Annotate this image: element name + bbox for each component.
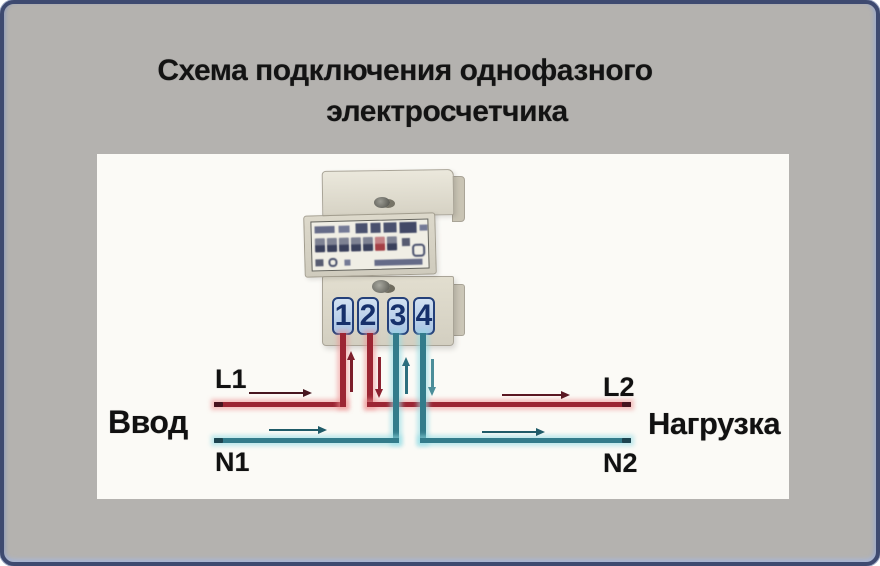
- page-title-line-2: электросчетчика: [326, 95, 568, 128]
- display-markings: [311, 219, 428, 270]
- terminal-2: 2: [357, 297, 379, 335]
- wire-phase-output: [367, 402, 631, 407]
- terminal-1: 1: [332, 297, 354, 335]
- label-load: Нагрузка: [648, 406, 781, 441]
- label-phase-out: L2: [603, 372, 635, 402]
- wire-neutral-input: [214, 438, 399, 443]
- flow-arrow-down-terminal4-icon: [428, 359, 435, 396]
- flow-arrow-up-terminal3-icon: [402, 357, 409, 394]
- wire-neutral-output: [420, 438, 631, 443]
- label-phase-in: L1: [215, 364, 247, 394]
- terminal-3: 3: [387, 297, 409, 335]
- electric-meter: 1 2 3 4: [302, 164, 472, 349]
- meter-faceplate: [303, 212, 437, 278]
- flow-arrow-phase-out-icon: [502, 391, 570, 399]
- label-neutral-in: N1: [215, 447, 250, 477]
- wire-phase-input: [214, 402, 346, 407]
- wire-end-cap: [622, 402, 631, 407]
- meter-din-clip: [454, 284, 465, 336]
- screw-icon: [372, 280, 390, 293]
- wire-end-cap: [214, 438, 223, 443]
- seal-mark-icon: [411, 243, 426, 257]
- wire-end-cap: [214, 402, 223, 407]
- label-input: Ввод: [108, 404, 188, 440]
- flow-arrow-up-terminal1-icon: [347, 351, 354, 392]
- page-title-line-1: Схема подключения однофазного: [157, 54, 653, 87]
- wire-neutral-drop-terminal4: [420, 333, 426, 443]
- wire-phase-riser-terminal1: [340, 333, 346, 407]
- screw-icon: [374, 197, 390, 208]
- flow-arrow-down-terminal2-icon: [375, 357, 382, 398]
- label-neutral-out: N2: [603, 448, 638, 478]
- flow-arrow-phase-in-icon: [249, 389, 312, 397]
- wire-neutral-riser-terminal3: [393, 333, 399, 443]
- terminal-4: 4: [413, 297, 435, 335]
- wire-end-cap: [622, 438, 631, 443]
- wire-phase-drop-terminal2: [367, 333, 373, 407]
- diagram-panel: 1 2 3 4: [97, 154, 789, 499]
- meter-top-cap: [321, 169, 455, 217]
- flow-arrow-neutral-out-icon: [482, 428, 545, 436]
- meter-display: [310, 218, 430, 272]
- flow-arrow-neutral-in-icon: [269, 426, 327, 434]
